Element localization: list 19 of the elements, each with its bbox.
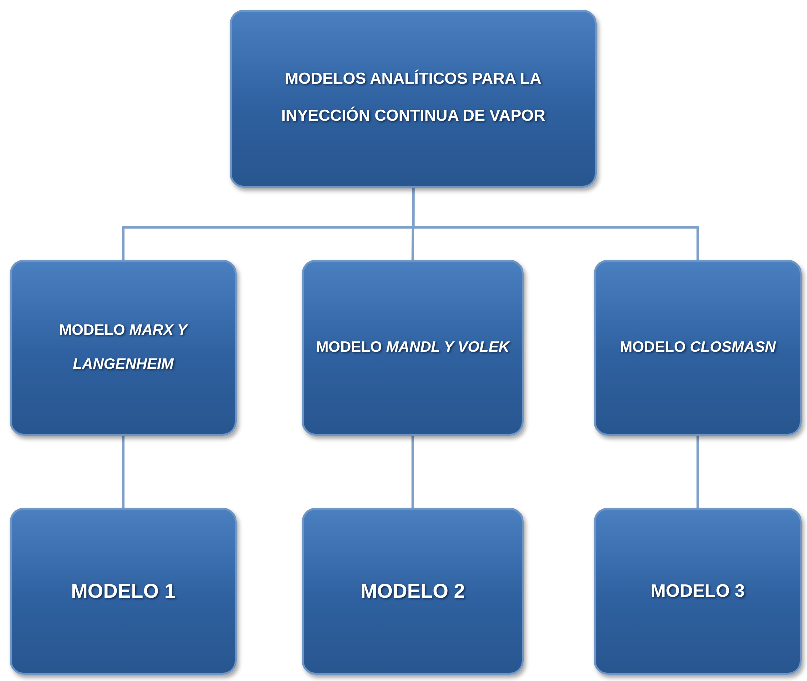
- model-box: [10, 508, 237, 675]
- box-title: MODELO CLOSMASN: [620, 338, 776, 358]
- connector-line: [696, 436, 700, 508]
- model-box: [594, 260, 802, 436]
- connector-line: [412, 188, 415, 260]
- connector-line: [412, 436, 414, 508]
- box-title: MODELO MANDL Y VOLEK: [316, 338, 510, 358]
- model-box: [10, 260, 237, 436]
- model-box: [302, 508, 524, 675]
- box-title: MODELO 3: [650, 580, 745, 603]
- box-title: MODELO MARX Y LANGENHEIM: [58, 320, 190, 375]
- connector-line: [122, 436, 125, 508]
- box-title: MODELO 1: [71, 580, 176, 604]
- box-title: MODELOS ANALÍTICOS PARA LA INYECCIÓN CONTINUA DE VAPOR: [280, 68, 546, 127]
- model-box: [302, 260, 524, 436]
- box-title: MODELO 2: [360, 580, 466, 604]
- model-box: [230, 10, 597, 188]
- model-box: [594, 508, 802, 675]
- connector-line: [412, 188, 700, 260]
